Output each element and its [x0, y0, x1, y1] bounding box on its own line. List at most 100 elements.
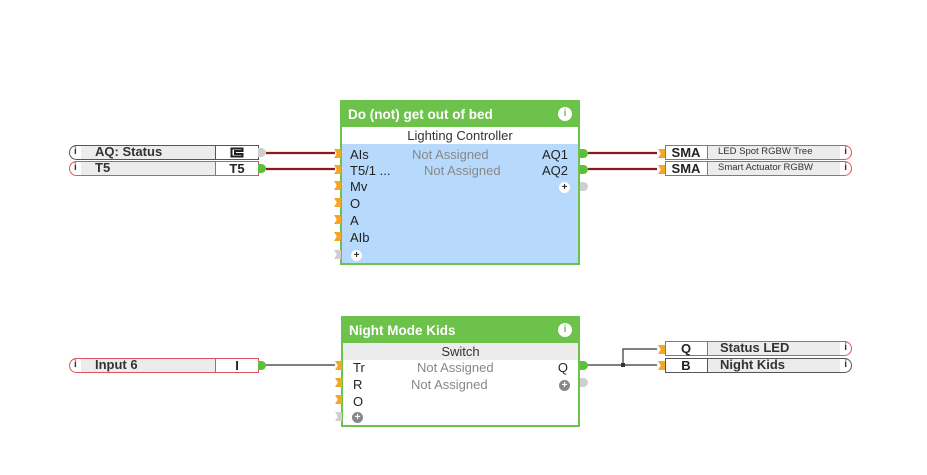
input-input-6[interactable]: i Input 6 I [69, 357, 259, 373]
output-label: Smart Actuator RGBW [718, 162, 814, 173]
lighting-controller-block[interactable]: Do (not) get out of bed i Lighting Contr… [340, 100, 580, 265]
input-connector[interactable] [335, 378, 342, 387]
input-pin-label: R [353, 377, 363, 392]
input-type-cell [215, 144, 259, 160]
info-cap[interactable]: i [840, 144, 852, 160]
add-input-icon[interactable]: + [351, 250, 362, 261]
info-cap[interactable]: i [69, 357, 81, 373]
input-pin-label: O [350, 196, 361, 211]
input-type-cell: T5 [215, 160, 259, 176]
wire-branch-to-status-led[interactable] [622, 348, 657, 365]
output-connector[interactable] [580, 361, 588, 370]
output-pin-label: AQ2 [541, 163, 568, 178]
output-connector[interactable] [258, 148, 266, 157]
output-led-spot-rgbw-tree[interactable]: SMA LED Spot RGBW Tree i [664, 144, 852, 160]
block-body: Tr Not Assigned Q R Not Assigned O + + [343, 360, 578, 425]
info-icon: i [74, 358, 77, 370]
output-label: LED Spot RGBW Tree [718, 146, 813, 157]
input-aq-status[interactable]: i AQ: Status [69, 144, 259, 160]
input-pin-label: AIs [350, 147, 369, 162]
block-title-bar[interactable]: Night Mode Kids i [343, 318, 578, 343]
input-row-aib[interactable]: AIb [342, 229, 578, 246]
input-value: Not Assigned [411, 377, 488, 392]
input-pin-label: Mv [350, 179, 368, 194]
input-pin-label: T5/1 ... [350, 163, 391, 178]
add-output-icon[interactable]: + [559, 182, 570, 193]
input-row-a[interactable]: A [342, 212, 578, 229]
input-connector[interactable] [658, 361, 665, 370]
info-icon: i [844, 145, 847, 157]
input-label: T5 [95, 160, 111, 175]
output-night-kids[interactable]: B Night Kids i [664, 357, 852, 373]
block-type: Switch [343, 343, 578, 360]
block-type: Lighting Controller [342, 127, 578, 144]
switch-block[interactable]: Night Mode Kids i Switch Tr Not Assigned… [341, 316, 580, 427]
input-connector[interactable] [335, 361, 342, 370]
info-icon: i [844, 161, 847, 173]
input-pin-label: O [353, 394, 364, 409]
info-icon[interactable]: i [558, 107, 572, 121]
input-pin-label: A [350, 213, 359, 228]
input-connector[interactable] [658, 165, 665, 174]
output-type-cell: SMA [664, 160, 708, 176]
info-icon: i [74, 161, 77, 173]
input-value: Not Assigned [417, 360, 494, 375]
block-title: Do (not) get out of bed [348, 107, 493, 122]
output-type-cell: Q [664, 340, 708, 356]
info-icon: i [74, 145, 77, 157]
output-label: Status LED [720, 340, 790, 355]
input-connector[interactable] [334, 165, 341, 174]
block-body: AIs Not Assigned AQ1 T5/1 ... Not Assign… [342, 144, 578, 263]
info-cap[interactable]: i [69, 144, 81, 160]
add-input-icon[interactable]: + [352, 412, 363, 423]
input-value: Not Assigned [424, 163, 501, 178]
input-t5[interactable]: i T5 T5 [69, 160, 259, 176]
output-label: Night Kids [720, 357, 785, 372]
output-connector[interactable] [580, 149, 588, 158]
memory-flag-icon [230, 147, 244, 157]
input-connector[interactable] [334, 232, 341, 241]
input-connector[interactable] [334, 250, 341, 259]
info-cap[interactable]: i [840, 357, 852, 373]
input-label: AQ: Status [95, 144, 163, 159]
info-cap[interactable]: i [840, 160, 852, 176]
output-connector[interactable] [580, 182, 588, 191]
input-row-t5-1[interactable]: T5/1 ... Not Assigned AQ2 [342, 162, 578, 179]
output-pin-label: AQ1 [541, 147, 568, 162]
output-status-led[interactable]: Q Status LED i [664, 340, 852, 356]
input-row-ais[interactable]: AIs Not Assigned AQ1 [342, 146, 578, 163]
input-row-mv[interactable]: Mv [342, 178, 578, 195]
input-row-o[interactable]: O [343, 393, 578, 410]
output-connector[interactable] [580, 378, 588, 387]
block-title-bar[interactable]: Do (not) get out of bed i [342, 102, 578, 127]
output-connector[interactable] [580, 165, 588, 174]
info-cap[interactable]: i [69, 160, 81, 176]
input-connector[interactable] [334, 149, 341, 158]
add-output-icon[interactable]: + [559, 380, 570, 391]
output-connector[interactable] [258, 164, 266, 173]
input-row-tr[interactable]: Tr Not Assigned Q [343, 359, 578, 376]
input-connector[interactable] [334, 181, 341, 190]
output-connector[interactable] [258, 361, 266, 370]
output-smart-actuator-rgbw[interactable]: SMA Smart Actuator RGBW i [664, 160, 852, 176]
input-connector[interactable] [335, 395, 342, 404]
input-row-r[interactable]: R Not Assigned [343, 376, 578, 393]
info-cap[interactable]: i [840, 340, 852, 356]
input-pin-label: Tr [353, 360, 365, 375]
input-label: Input 6 [95, 357, 138, 372]
input-type-cell: I [215, 357, 259, 373]
output-type-cell: B [664, 357, 708, 373]
block-title: Night Mode Kids [349, 323, 456, 338]
input-connector[interactable] [334, 215, 341, 224]
wire-junction [621, 363, 625, 367]
info-icon[interactable]: i [558, 323, 572, 337]
input-connector[interactable] [334, 198, 341, 207]
info-icon: i [844, 341, 847, 353]
output-pin-label: Q [557, 360, 568, 375]
input-connector[interactable] [658, 345, 665, 354]
input-connector[interactable] [658, 149, 665, 158]
info-icon: i [844, 358, 847, 370]
input-row-o[interactable]: O [342, 195, 578, 212]
output-type-cell: SMA [664, 144, 708, 160]
input-connector[interactable] [335, 412, 342, 421]
